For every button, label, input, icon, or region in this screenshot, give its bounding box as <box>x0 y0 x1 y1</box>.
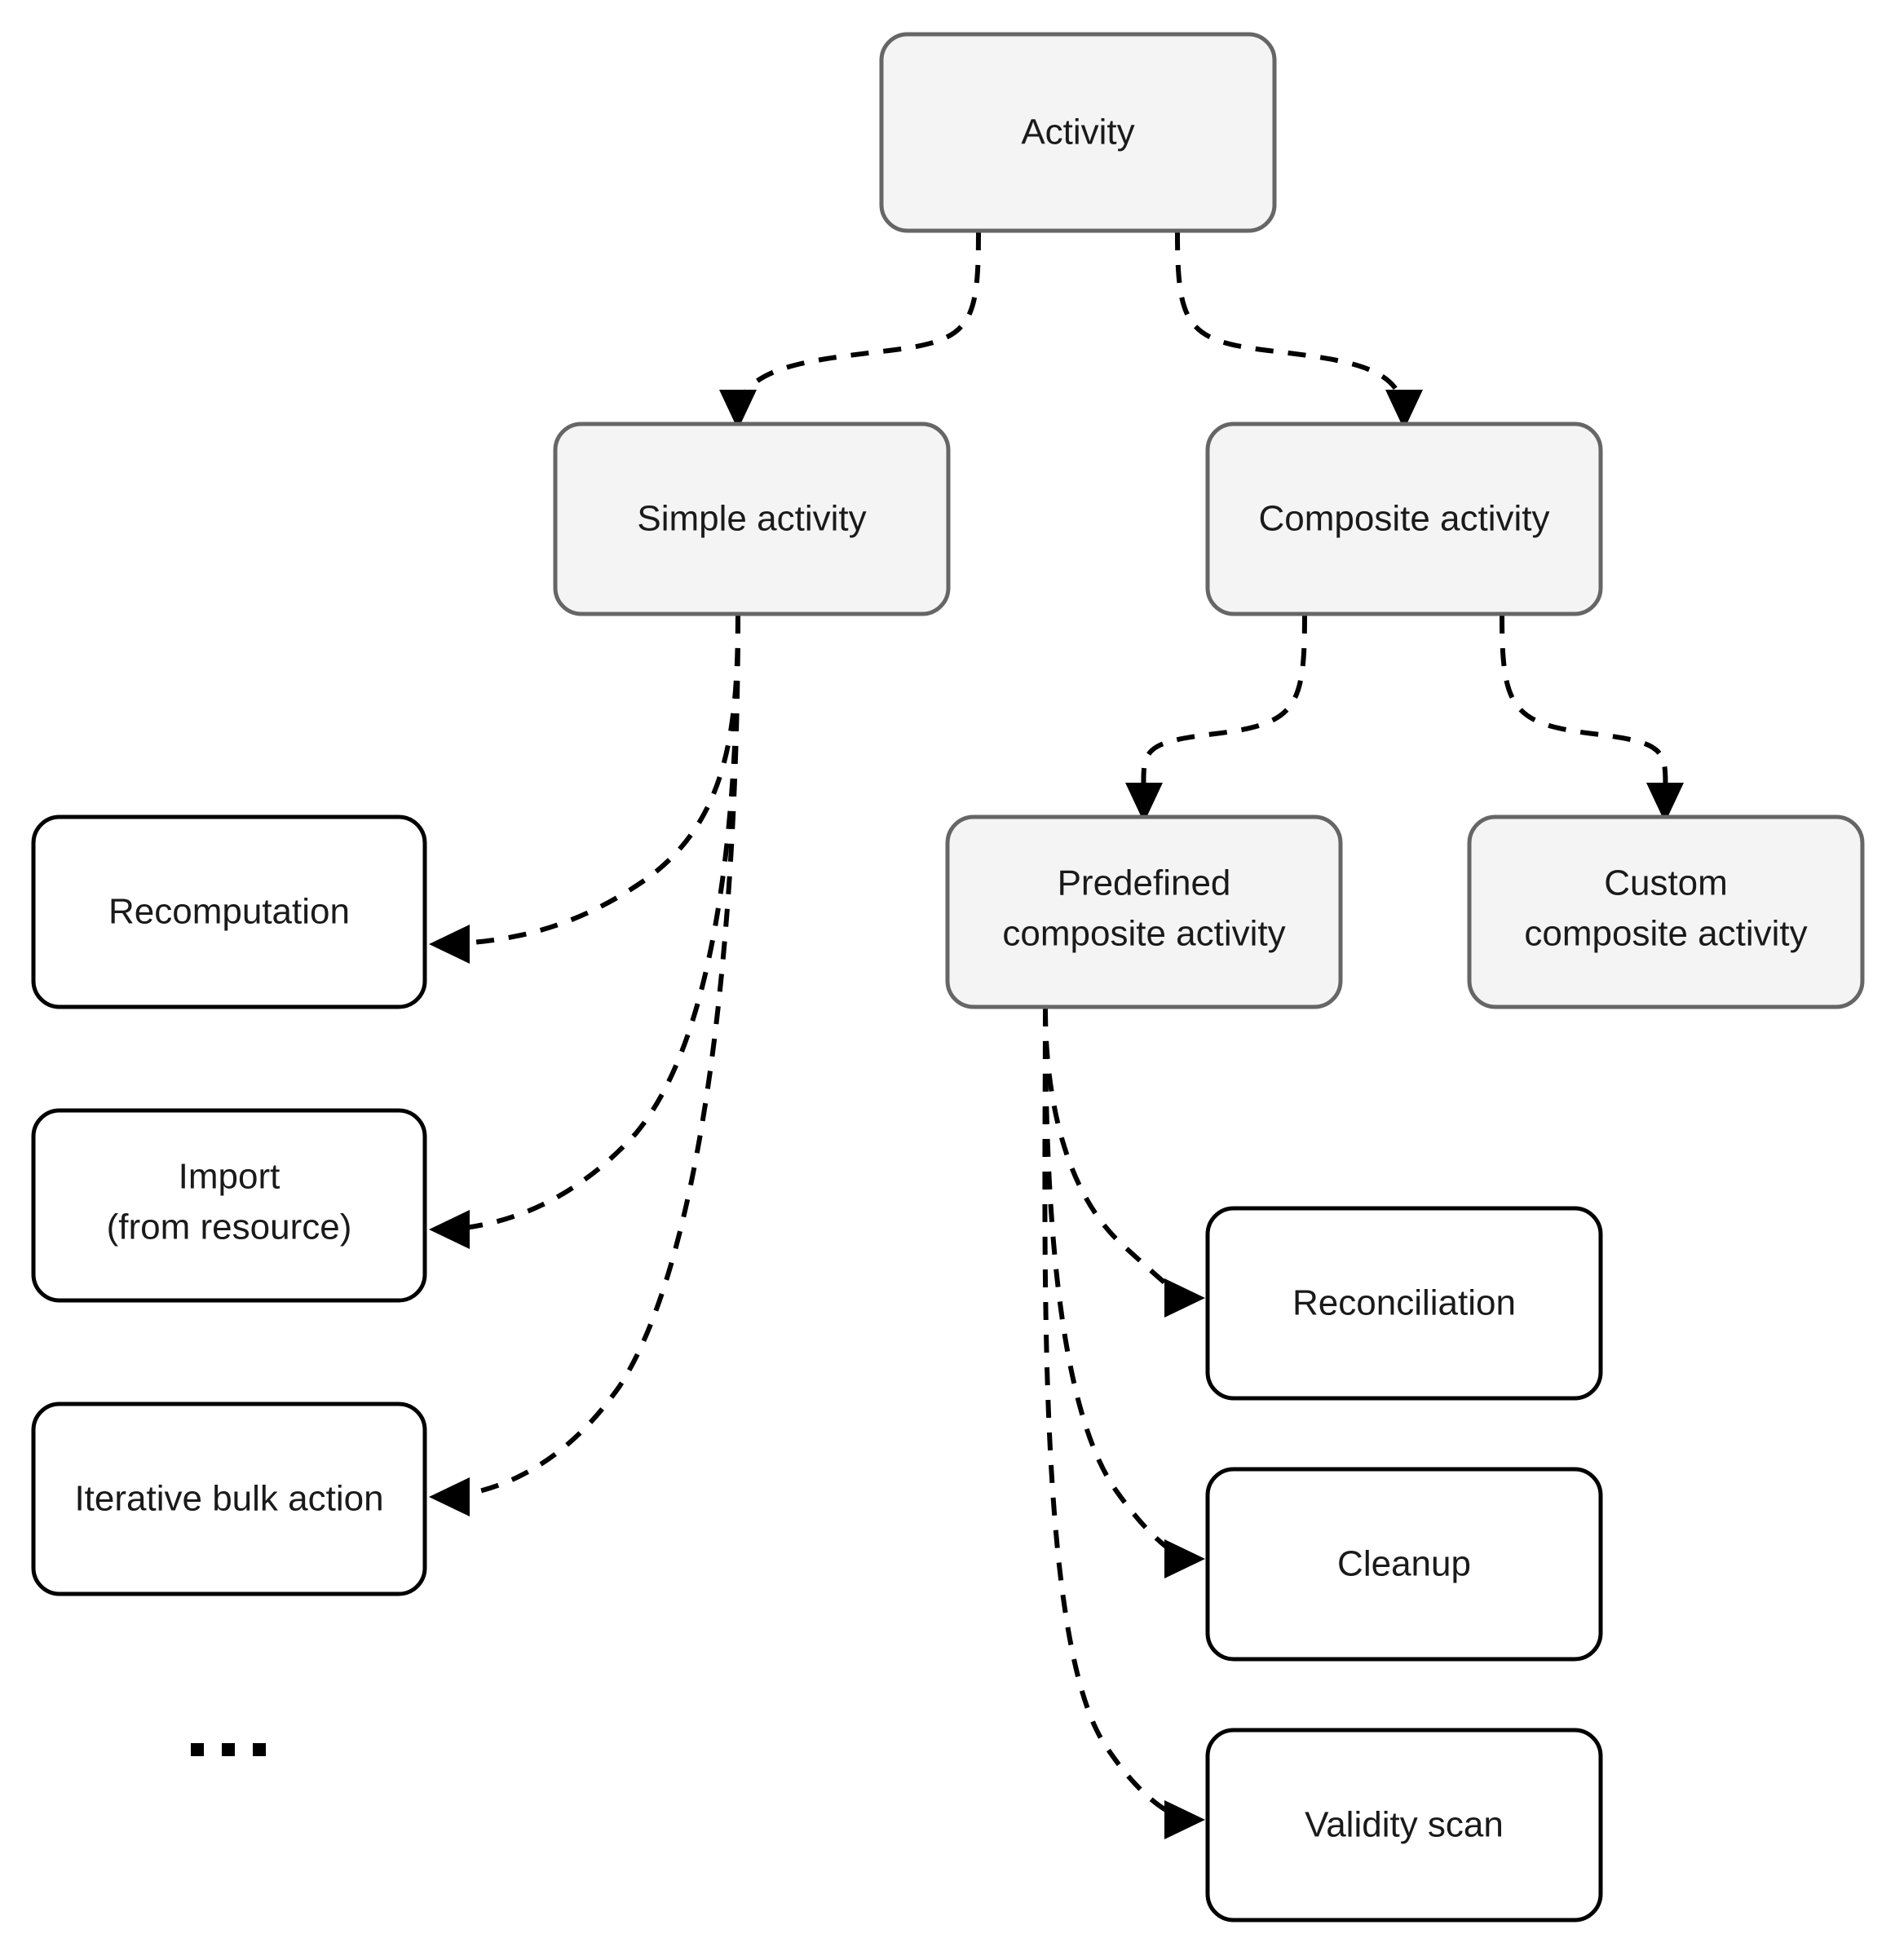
node-predefined-composite-activity[interactable]: Predefined composite activity <box>945 814 1343 1009</box>
ellipsis-dot-2 <box>222 1743 235 1756</box>
arrowhead-left <box>429 1477 470 1516</box>
node-composite-activity-label: Composite activity <box>1258 499 1549 539</box>
node-validity-scan-label: Validity scan <box>1305 1805 1504 1845</box>
node-custom-composite-activity-label-line2: composite activity <box>1524 914 1807 954</box>
ellipsis-dot-1 <box>191 1743 204 1756</box>
node-custom-composite-activity[interactable]: Custom composite activity <box>1467 814 1865 1009</box>
node-recomputation-label: Recomputation <box>108 892 350 932</box>
arrowhead-left <box>429 925 470 964</box>
node-reconciliation-label: Reconciliation <box>1292 1283 1516 1323</box>
arrowhead-down <box>1385 390 1423 430</box>
node-simple-activity-shape[interactable] <box>553 422 951 616</box>
node-iterative-bulk-action-shape[interactable] <box>31 1402 427 1596</box>
edge-predefined-to-reconciliation <box>1043 1008 1205 1318</box>
node-iterative-bulk-action-label: Iterative bulk action <box>74 1479 383 1519</box>
node-predefined-composite-activity-shape[interactable] <box>945 814 1343 1009</box>
node-activity-shape[interactable] <box>879 32 1277 233</box>
node-activity-label: Activity <box>1021 113 1134 152</box>
ellipsis-dot-3 <box>253 1743 266 1756</box>
node-cleanup-label: Cleanup <box>1337 1544 1471 1584</box>
edge-activity-to-composite-activity <box>1175 232 1423 430</box>
edge-predefined-to-cleanup <box>1043 1008 1205 1578</box>
edge-activity-to-simple-activity <box>719 232 981 430</box>
arrowhead-right <box>1164 1278 1205 1318</box>
arrowhead-down <box>1646 783 1684 823</box>
node-import-from-resource-label-line1: Import <box>179 1157 280 1197</box>
arrowhead-left <box>429 1210 470 1249</box>
node-composite-activity-shape[interactable] <box>1205 422 1603 616</box>
node-predefined-composite-activity-label-line2: composite activity <box>1002 914 1285 954</box>
node-reconciliation-shape[interactable] <box>1205 1206 1603 1401</box>
edge-composite-activity-to-predefined <box>1125 615 1307 823</box>
node-composite-activity[interactable]: Composite activity <box>1205 422 1603 616</box>
node-import-from-resource[interactable]: Import (from resource) <box>31 1108 427 1303</box>
edge-predefined-to-validity-scan <box>1042 1008 1205 1839</box>
node-activity[interactable]: Activity <box>879 32 1277 233</box>
node-custom-composite-activity-shape[interactable] <box>1467 814 1865 1009</box>
node-reconciliation[interactable]: Reconciliation <box>1205 1206 1603 1401</box>
node-custom-composite-activity-label-line1: Custom <box>1604 863 1728 903</box>
node-import-from-resource-label-line2: (from resource) <box>107 1207 352 1247</box>
node-layer: Activity Simple activity Composite activ… <box>31 32 1865 1922</box>
arrowhead-down <box>1125 783 1163 823</box>
arrowhead-right <box>1164 1539 1205 1578</box>
node-validity-scan-shape[interactable] <box>1205 1728 1603 1922</box>
node-cleanup-shape[interactable] <box>1205 1467 1603 1662</box>
edge-composite-activity-to-custom <box>1500 615 1684 823</box>
node-iterative-bulk-action[interactable]: Iterative bulk action <box>31 1402 427 1596</box>
node-recomputation[interactable]: Recomputation <box>31 814 427 1009</box>
edge-layer <box>429 232 1684 1839</box>
edge-simple-activity-to-recomputation <box>429 615 740 964</box>
edge-simple-activity-to-import <box>429 615 740 1249</box>
arrowhead-right <box>1164 1800 1205 1839</box>
node-predefined-composite-activity-label-line1: Predefined <box>1058 863 1231 903</box>
node-simple-activity[interactable]: Simple activity <box>553 422 951 616</box>
node-import-from-resource-shape[interactable] <box>31 1108 427 1303</box>
node-recomputation-shape[interactable] <box>31 814 427 1009</box>
ellipsis-more-items <box>191 1743 266 1756</box>
node-cleanup[interactable]: Cleanup <box>1205 1467 1603 1662</box>
arrowhead-down <box>719 390 757 430</box>
edge-simple-activity-to-iterative-bulk-action <box>429 615 740 1516</box>
node-validity-scan[interactable]: Validity scan <box>1205 1728 1603 1922</box>
node-simple-activity-label: Simple activity <box>637 499 866 539</box>
